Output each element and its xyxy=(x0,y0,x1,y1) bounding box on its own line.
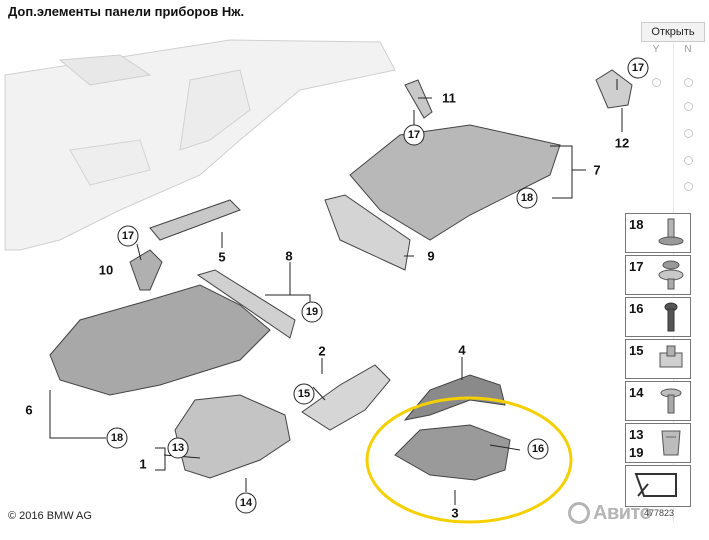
label-4: 4 xyxy=(458,343,466,358)
label-2: 2 xyxy=(318,344,325,359)
callout-13: 13 xyxy=(167,437,189,459)
spring-nut-icon xyxy=(659,345,683,368)
part-2 xyxy=(301,364,391,431)
no-column-header: N xyxy=(684,44,692,55)
radio-no-row3[interactable] xyxy=(684,129,693,138)
svg-text:17: 17 xyxy=(632,62,644,74)
callout-15: 15 xyxy=(293,383,315,405)
diagram-code: 477823 xyxy=(644,508,675,518)
svg-text:18: 18 xyxy=(521,192,533,204)
part-8 xyxy=(196,269,296,339)
legend-item-panel xyxy=(625,465,691,507)
radio-no-row4[interactable] xyxy=(684,156,693,165)
legend-item-15: 15 xyxy=(625,339,691,379)
leader-lines xyxy=(49,79,623,505)
fastener-legend: 18 17 16 15 14 13 1 xyxy=(625,213,691,507)
legend-item-16: 16 xyxy=(625,297,691,337)
legend-item-17: 17 xyxy=(625,255,691,295)
callout-18a: 18 xyxy=(516,187,538,209)
label-8: 8 xyxy=(285,249,292,264)
legend-item-18: 18 xyxy=(625,213,691,253)
dashboard-outline xyxy=(4,39,396,251)
label-3: 3 xyxy=(451,506,458,521)
avito-logo-icon xyxy=(568,502,590,524)
clip-icon xyxy=(661,430,681,456)
radio-no-row5[interactable] xyxy=(684,182,693,191)
legend-item-13-19: 13 19 xyxy=(625,423,691,463)
open-button[interactable]: Открыть xyxy=(641,22,705,42)
panel-bracket-icon xyxy=(634,473,677,497)
part-1 xyxy=(174,394,291,479)
svg-text:18: 18 xyxy=(111,432,123,444)
expanding-rivet-icon xyxy=(664,302,678,332)
label-1: 1 xyxy=(139,457,146,472)
callout-17b: 17 xyxy=(403,124,425,146)
label-12: 12 xyxy=(615,136,629,151)
callout-19: 19 xyxy=(301,301,323,323)
svg-text:16: 16 xyxy=(532,443,544,455)
callout-14: 14 xyxy=(235,492,257,514)
callout-17a: 17 xyxy=(627,57,649,79)
callout-16: 16 xyxy=(527,438,549,460)
label-7: 7 xyxy=(593,163,600,178)
label-5: 5 xyxy=(218,250,225,265)
radio-no-row2[interactable] xyxy=(684,102,693,111)
part-9 xyxy=(324,194,411,271)
svg-text:14: 14 xyxy=(240,497,253,509)
clip-nut-icon xyxy=(658,260,684,290)
svg-text:15: 15 xyxy=(298,388,310,400)
radio-no-row1[interactable] xyxy=(684,78,693,87)
label-9: 9 xyxy=(427,249,434,264)
part-5 xyxy=(149,199,241,241)
push-rivet-icon xyxy=(658,218,684,246)
svg-text:17: 17 xyxy=(122,230,134,242)
label-6: 6 xyxy=(25,403,32,418)
svg-text:17: 17 xyxy=(408,129,420,141)
legend-item-14: 14 xyxy=(625,381,691,421)
screw-washer-icon xyxy=(660,388,682,414)
radio-yes-row1[interactable] xyxy=(652,78,661,87)
label-11: 11 xyxy=(442,91,456,106)
part-10 xyxy=(129,249,163,291)
svg-text:13: 13 xyxy=(172,442,184,454)
yes-column-header: Y xyxy=(652,44,660,55)
label-10: 10 xyxy=(99,263,113,278)
page-title: Доп.элементы панели приборов Нж. xyxy=(8,4,245,19)
part-3 xyxy=(394,424,511,481)
callout-17c: 17 xyxy=(117,225,139,247)
highlight-circle xyxy=(365,396,573,524)
part-12 xyxy=(595,69,633,109)
callout-18b: 18 xyxy=(106,427,128,449)
svg-text:19: 19 xyxy=(306,306,318,318)
copyright: © 2016 BMW AG xyxy=(8,510,92,522)
part-11 xyxy=(404,79,433,119)
part-6 xyxy=(49,284,271,396)
watermark: Авито xyxy=(593,502,652,524)
